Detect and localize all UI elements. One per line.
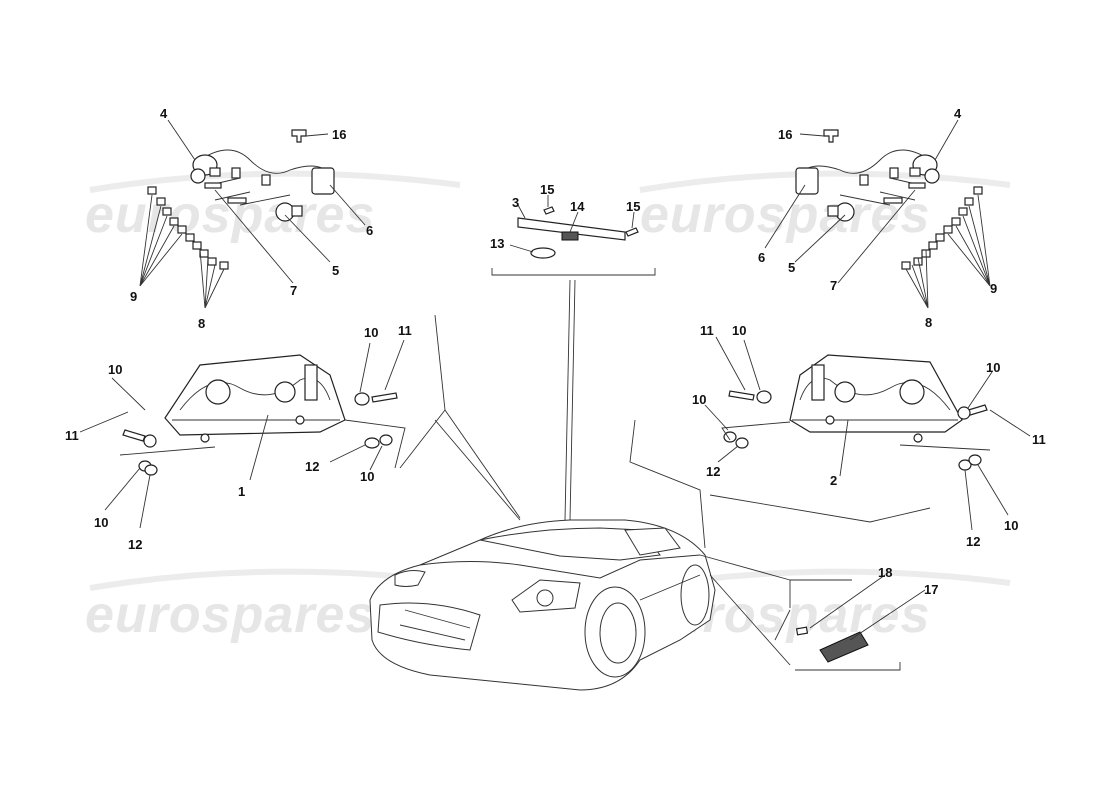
callout-4-right: 4: [954, 106, 962, 121]
tail-light-right: [704, 336, 1031, 531]
harness-left: [190, 129, 335, 222]
callout-1: 1: [238, 484, 245, 499]
callout-8-left: 8: [198, 316, 205, 331]
watermark-bottom-left: eurospares: [85, 586, 375, 644]
callout-labels: 4 16 6 5 7 9 8 15 3 14 15 13 4 16 6 5 7 …: [65, 106, 1046, 597]
callout-10-left-a: 10: [364, 325, 378, 340]
callout-2: 2: [830, 473, 837, 488]
callout-10-right-a: 10: [732, 323, 746, 338]
callout-10-right-b: 10: [986, 360, 1000, 375]
callout-9-left: 9: [130, 289, 137, 304]
callout-10-right-c: 10: [692, 392, 706, 407]
car-illustration: [369, 519, 716, 691]
watermark-top-right: eurospares: [640, 186, 930, 244]
callout-leads-top-left: [167, 119, 366, 284]
callout-9-right: 9: [990, 281, 997, 296]
callout-11-left-a: 11: [398, 323, 412, 338]
callout-12-right-a: 12: [706, 464, 720, 479]
callout-7-left: 7: [290, 283, 297, 298]
callout-6-left: 6: [366, 223, 373, 238]
callout-7-right: 7: [830, 278, 837, 293]
harness-right: [795, 129, 940, 222]
callout-11-right-b: 11: [1032, 432, 1046, 447]
callout-13: 13: [490, 236, 504, 251]
callout-leads-top-right: [764, 119, 959, 284]
tail-light-left: [79, 339, 406, 529]
callout-18: 18: [878, 565, 892, 580]
callout-11-left-b: 11: [65, 428, 79, 443]
callout-10-left-c: 10: [360, 469, 374, 484]
car-pointer-lines: [399, 279, 931, 666]
callout-6-right: 6: [758, 250, 765, 265]
side-marker-light: [774, 574, 926, 671]
callout-16-right: 16: [778, 127, 792, 142]
bulbs-left: [139, 186, 229, 309]
callout-5-right: 5: [788, 260, 795, 275]
bulbs-right: [901, 186, 991, 309]
callout-12-left-a: 12: [305, 459, 319, 474]
watermark-top-left: eurospares: [85, 186, 375, 244]
callout-10-left-d: 10: [94, 515, 108, 530]
third-brake-light: [491, 195, 656, 276]
callout-8-right: 8: [925, 315, 932, 330]
callout-10-right-d: 10: [1004, 518, 1018, 533]
callout-16-left: 16: [332, 127, 346, 142]
callout-10-left-b: 10: [108, 362, 122, 377]
callout-5-left: 5: [332, 263, 339, 278]
callout-4-left: 4: [160, 106, 168, 121]
callout-17: 17: [924, 582, 938, 597]
callout-12-left-b: 12: [128, 537, 142, 552]
callout-11-right-a: 11: [700, 323, 714, 338]
callout-12-right-b: 12: [966, 534, 980, 549]
callout-15-left: 15: [540, 182, 554, 197]
callout-14: 14: [570, 199, 585, 214]
callout-15-right: 15: [626, 199, 640, 214]
callout-3: 3: [512, 195, 519, 210]
